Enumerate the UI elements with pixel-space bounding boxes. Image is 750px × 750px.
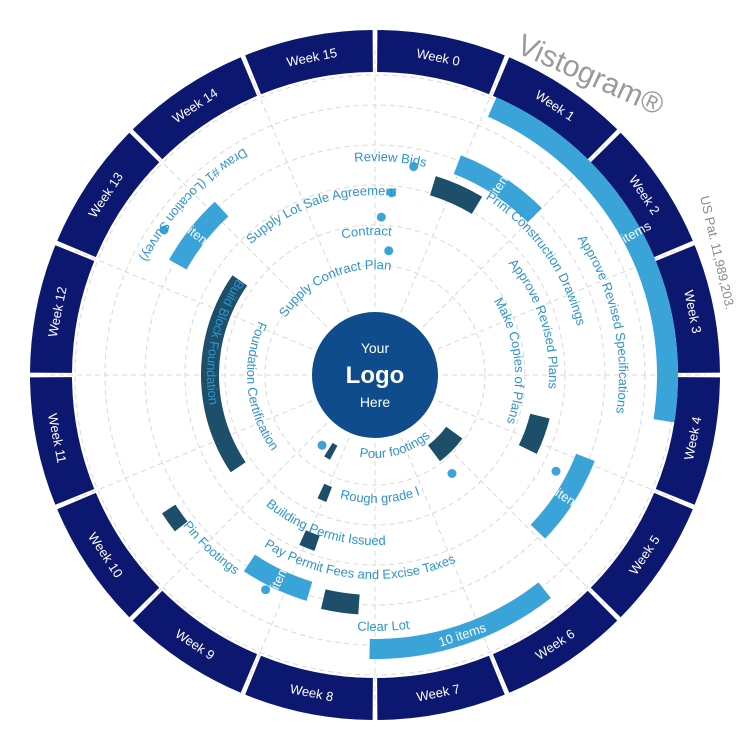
task-label: Review Bids (354, 149, 429, 170)
milestone-dots (159, 162, 561, 595)
week-segment (655, 377, 720, 505)
week-segment (590, 492, 693, 618)
week-segment (377, 655, 505, 720)
group-bar (530, 453, 595, 539)
milestone-dot (159, 225, 169, 235)
milestone-dot (384, 246, 394, 256)
task-bar (321, 589, 360, 615)
grid-radial (248, 437, 350, 681)
grid-radial (422, 422, 609, 609)
task-bar (324, 442, 338, 460)
group-bar (243, 554, 313, 601)
week-segment (245, 30, 373, 95)
task-bar (427, 426, 463, 462)
logo-line2: Logo (346, 362, 405, 389)
task-bar (518, 413, 550, 454)
week-segment (655, 245, 720, 373)
task-label: Pin Footings (180, 518, 242, 578)
milestone-dot (551, 466, 561, 476)
week-segment (132, 590, 258, 693)
grid-radial (69, 248, 313, 350)
grid-radial (400, 437, 502, 681)
milestone-dot (387, 188, 397, 198)
task-label: Foundation Certification (244, 320, 282, 453)
week-segment (57, 132, 160, 258)
group-bar (453, 155, 542, 223)
week-segment (30, 377, 95, 505)
task-bar (299, 530, 320, 551)
week-segment (57, 492, 160, 618)
logo-line3: Here (360, 394, 391, 410)
milestone-dot (409, 162, 419, 172)
week-segment (377, 30, 505, 95)
task-label: Clear Lot (357, 617, 411, 634)
task-bar (161, 504, 188, 532)
grid-radial (141, 141, 328, 328)
logo: Your Logo Here (312, 312, 438, 438)
task-bar (201, 275, 248, 473)
logo-circle (312, 312, 438, 438)
task-bar (317, 483, 332, 502)
grid-radial (141, 422, 328, 609)
week-segment (590, 132, 693, 258)
grid-circle (264, 264, 486, 486)
logo-line1: Your (361, 340, 390, 356)
week-segment (492, 590, 618, 693)
task-bar (429, 176, 483, 214)
milestone-dot (261, 585, 271, 595)
milestone-dot (317, 440, 327, 450)
grid-radial (69, 400, 313, 502)
group-bar (369, 582, 551, 659)
grid-radial (437, 400, 681, 502)
week-segment (245, 655, 373, 720)
milestone-dot (447, 469, 457, 479)
milestone-dot (376, 212, 386, 222)
group-bar (488, 97, 679, 423)
grid-radial (248, 69, 350, 313)
group-bar (169, 201, 229, 270)
week-segment (30, 245, 95, 373)
week-segment (492, 57, 618, 160)
week-segment (132, 57, 258, 160)
